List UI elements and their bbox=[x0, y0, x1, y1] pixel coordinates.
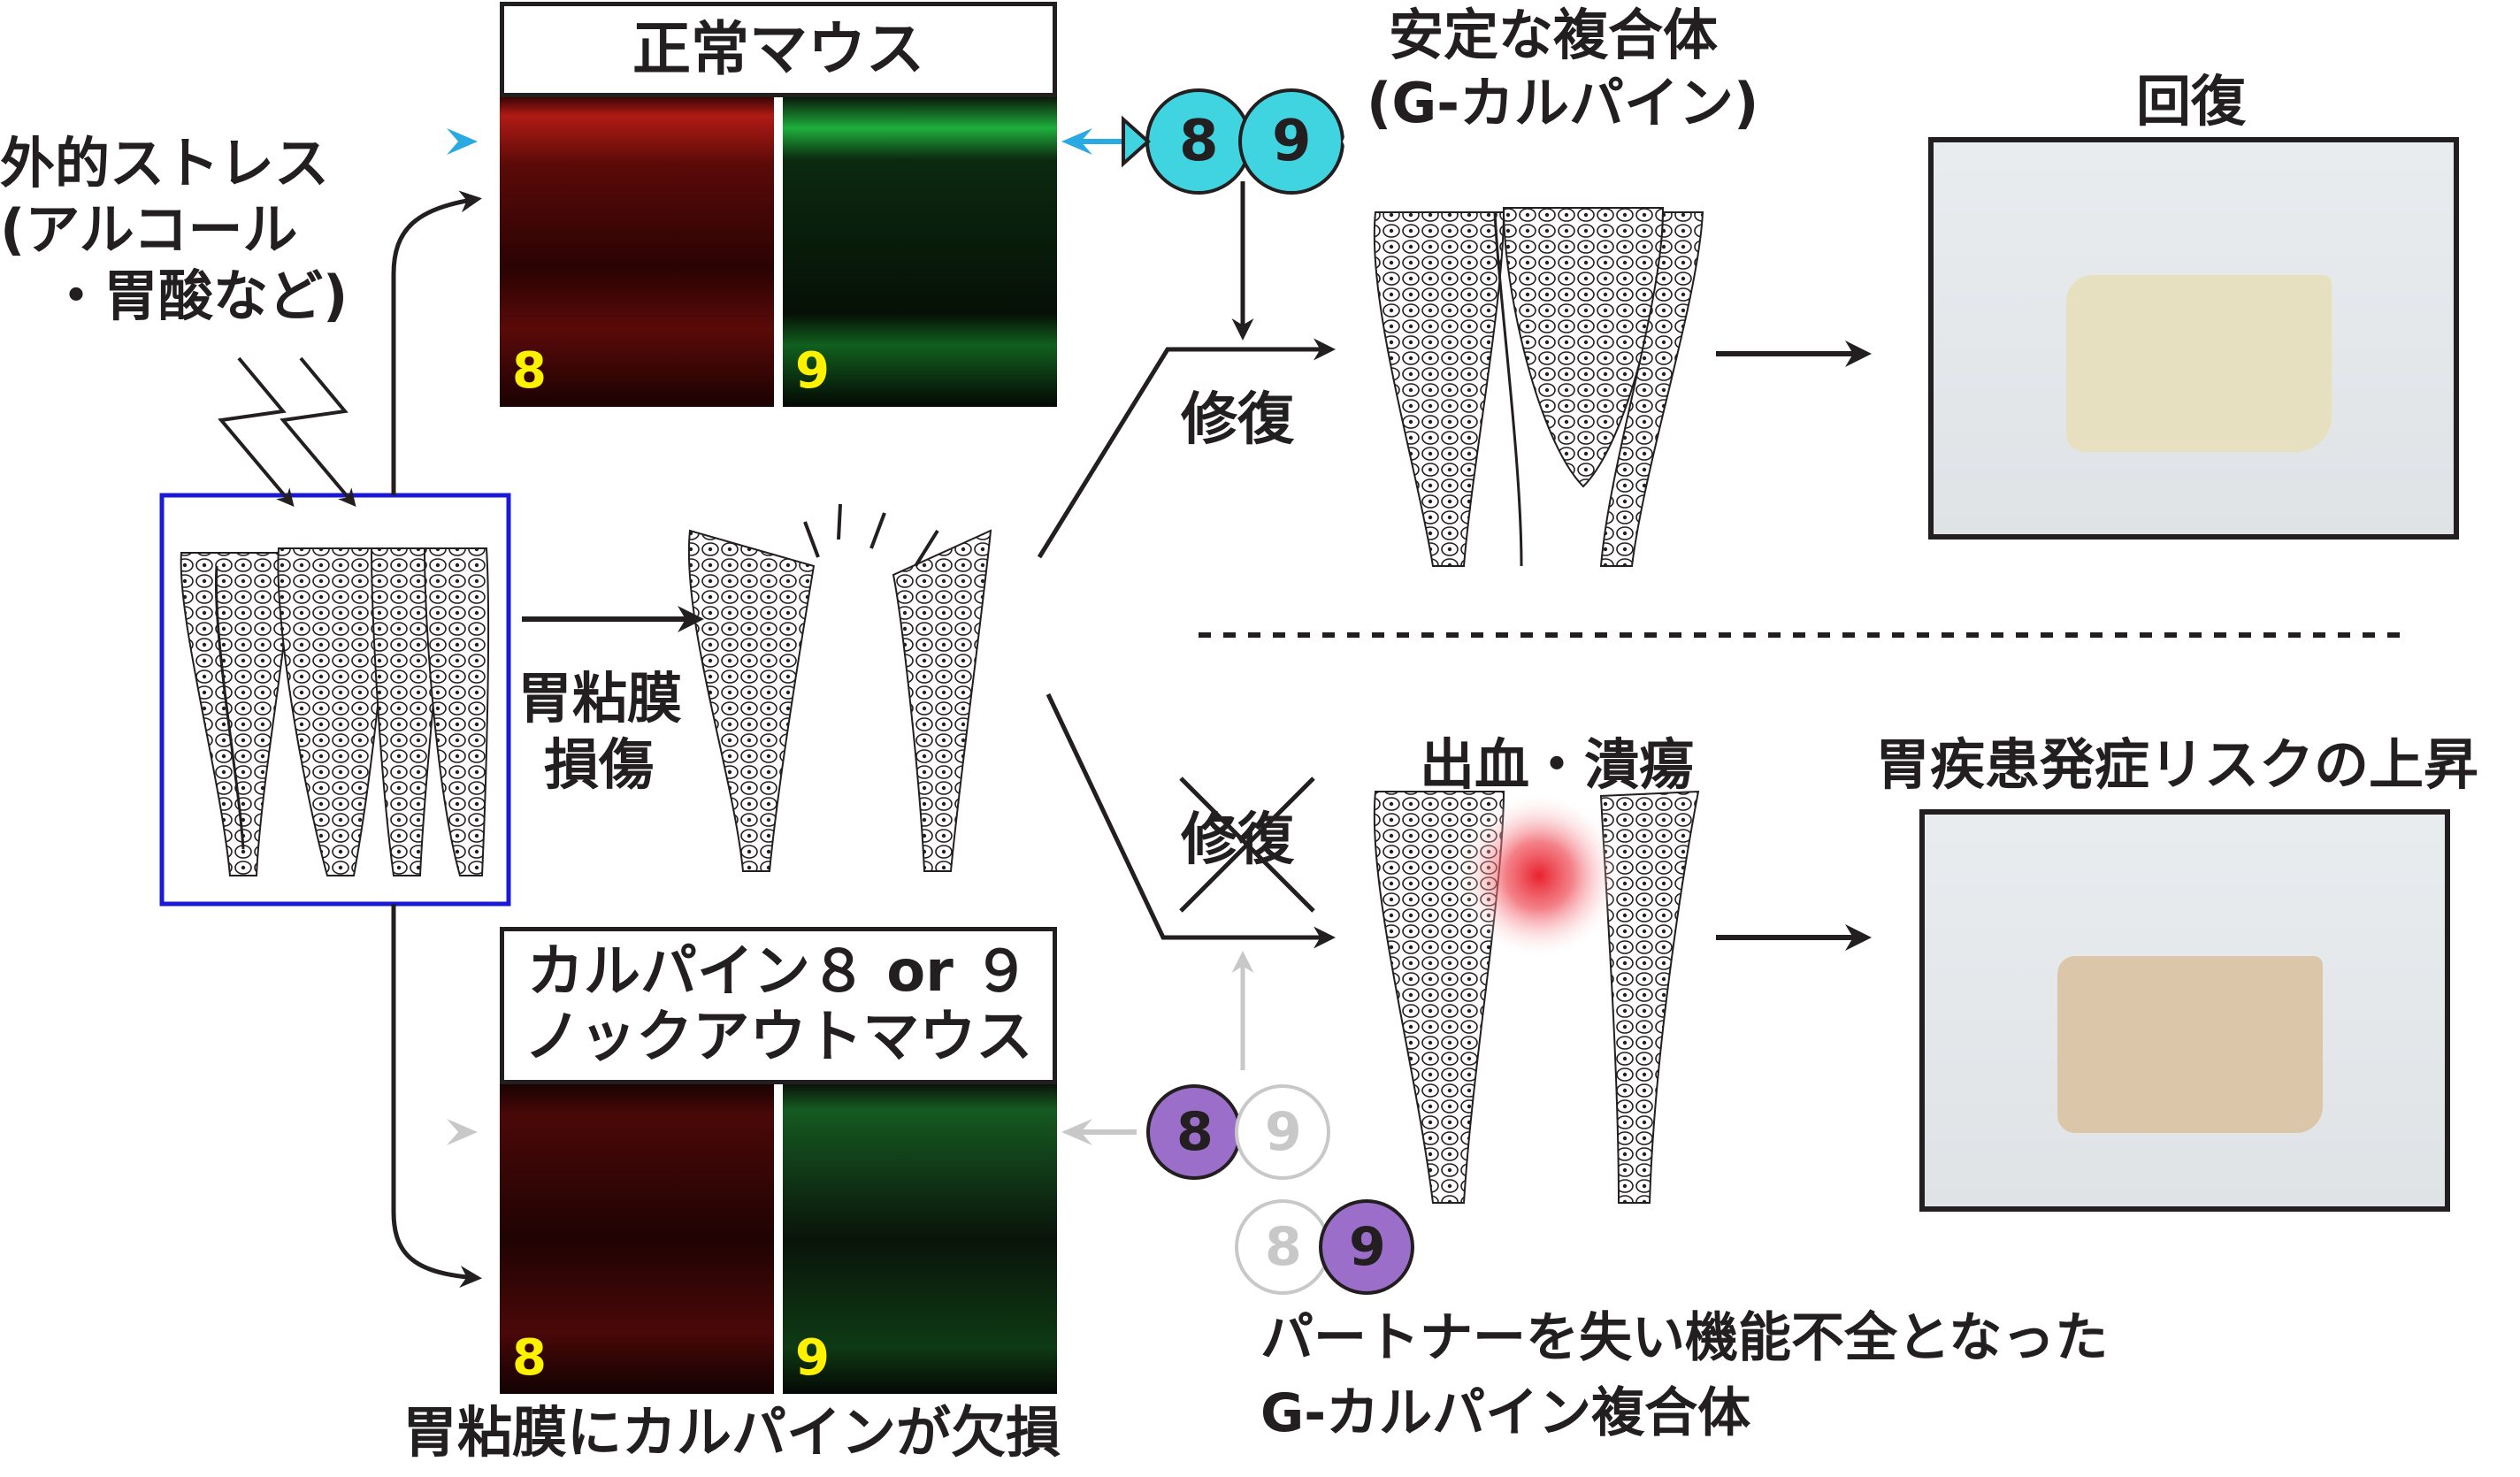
panel-normal-8: 8 bbox=[500, 97, 774, 407]
repair-label: 修復 bbox=[1181, 387, 1294, 453]
pacman-ko-b-9 bbox=[1319, 1199, 1414, 1295]
repair-blocked-label: 修復 bbox=[1181, 807, 1294, 873]
external-stress-line3: ・胃酸など) bbox=[49, 264, 349, 328]
normal-mouse-title: 正常マウス bbox=[500, 2, 1057, 97]
pacman-ko-a-8-label: 8 bbox=[1176, 1101, 1214, 1163]
bleeding-spot bbox=[1455, 792, 1623, 960]
pacman-stable-9-label: 9 bbox=[1272, 109, 1312, 174]
knockout-mouse-line1: カルパイン８ or ９ bbox=[526, 939, 1030, 1006]
pacman-ko-a-9 bbox=[1235, 1084, 1330, 1180]
stable-complex-line1: 安定な複合体 bbox=[1389, 3, 1719, 67]
panel-ko-9: 9 bbox=[783, 1084, 1057, 1394]
cyan-arrowhead-left bbox=[447, 128, 478, 155]
pacman-ko-b-9-label: 9 bbox=[1349, 1216, 1386, 1278]
disease-risk-label: 胃疾患発症リスクの上昇 bbox=[1875, 732, 2479, 797]
pacman-ko-b-8-label: 8 bbox=[1265, 1216, 1302, 1278]
dysfunction-line1: パートナーを失い機能不全となった bbox=[1260, 1307, 2109, 1369]
external-stress-line1: 外的ストレス bbox=[0, 131, 330, 195]
knockout-caption: 胃粘膜にカルパインが欠損 bbox=[402, 1400, 1061, 1465]
pacman-ko-a-9-label: 9 bbox=[1265, 1101, 1302, 1163]
panel-ko-8: 8 bbox=[500, 1084, 774, 1394]
bleeding-ulcer-label: 出血・潰瘍 bbox=[1420, 732, 1695, 797]
panel-ko-8-label: 8 bbox=[512, 1329, 547, 1387]
panel-normal-8-label: 8 bbox=[512, 342, 547, 400]
normal-gland-frame bbox=[159, 493, 511, 907]
gland-bleeding bbox=[1373, 790, 1700, 1204]
panel-ko-9-label: 9 bbox=[795, 1329, 830, 1387]
gland-normal-left bbox=[180, 547, 490, 876]
mucosa-damage-line2: 損傷 bbox=[544, 732, 655, 797]
external-stress-line2: (アルコール bbox=[0, 197, 298, 262]
stable-complex-line2: (G-カルパイン) bbox=[1367, 71, 1759, 135]
gland-damaged bbox=[687, 503, 992, 872]
pacman-stable-8-label: 8 bbox=[1179, 109, 1219, 174]
pacman-stable-9 bbox=[1238, 88, 1353, 195]
knockout-mouse-line2: ノックアウトマウス bbox=[524, 1005, 1033, 1070]
dysfunction-line2: G-カルパイン複合体 bbox=[1260, 1382, 1751, 1444]
gland-repaired bbox=[1373, 207, 1704, 567]
photo-disease bbox=[1919, 809, 2450, 1212]
mucosa-damage-line1: 胃粘膜 bbox=[517, 666, 683, 731]
knockout-mouse-title: カルパイン８ or ９ ノックアウトマウス bbox=[500, 927, 1057, 1084]
panel-normal-9-label: 9 bbox=[795, 342, 830, 400]
panel-normal-9: 9 bbox=[783, 97, 1057, 407]
photo-recovery bbox=[1928, 137, 2459, 540]
recovery-label: 回復 bbox=[2136, 69, 2247, 134]
